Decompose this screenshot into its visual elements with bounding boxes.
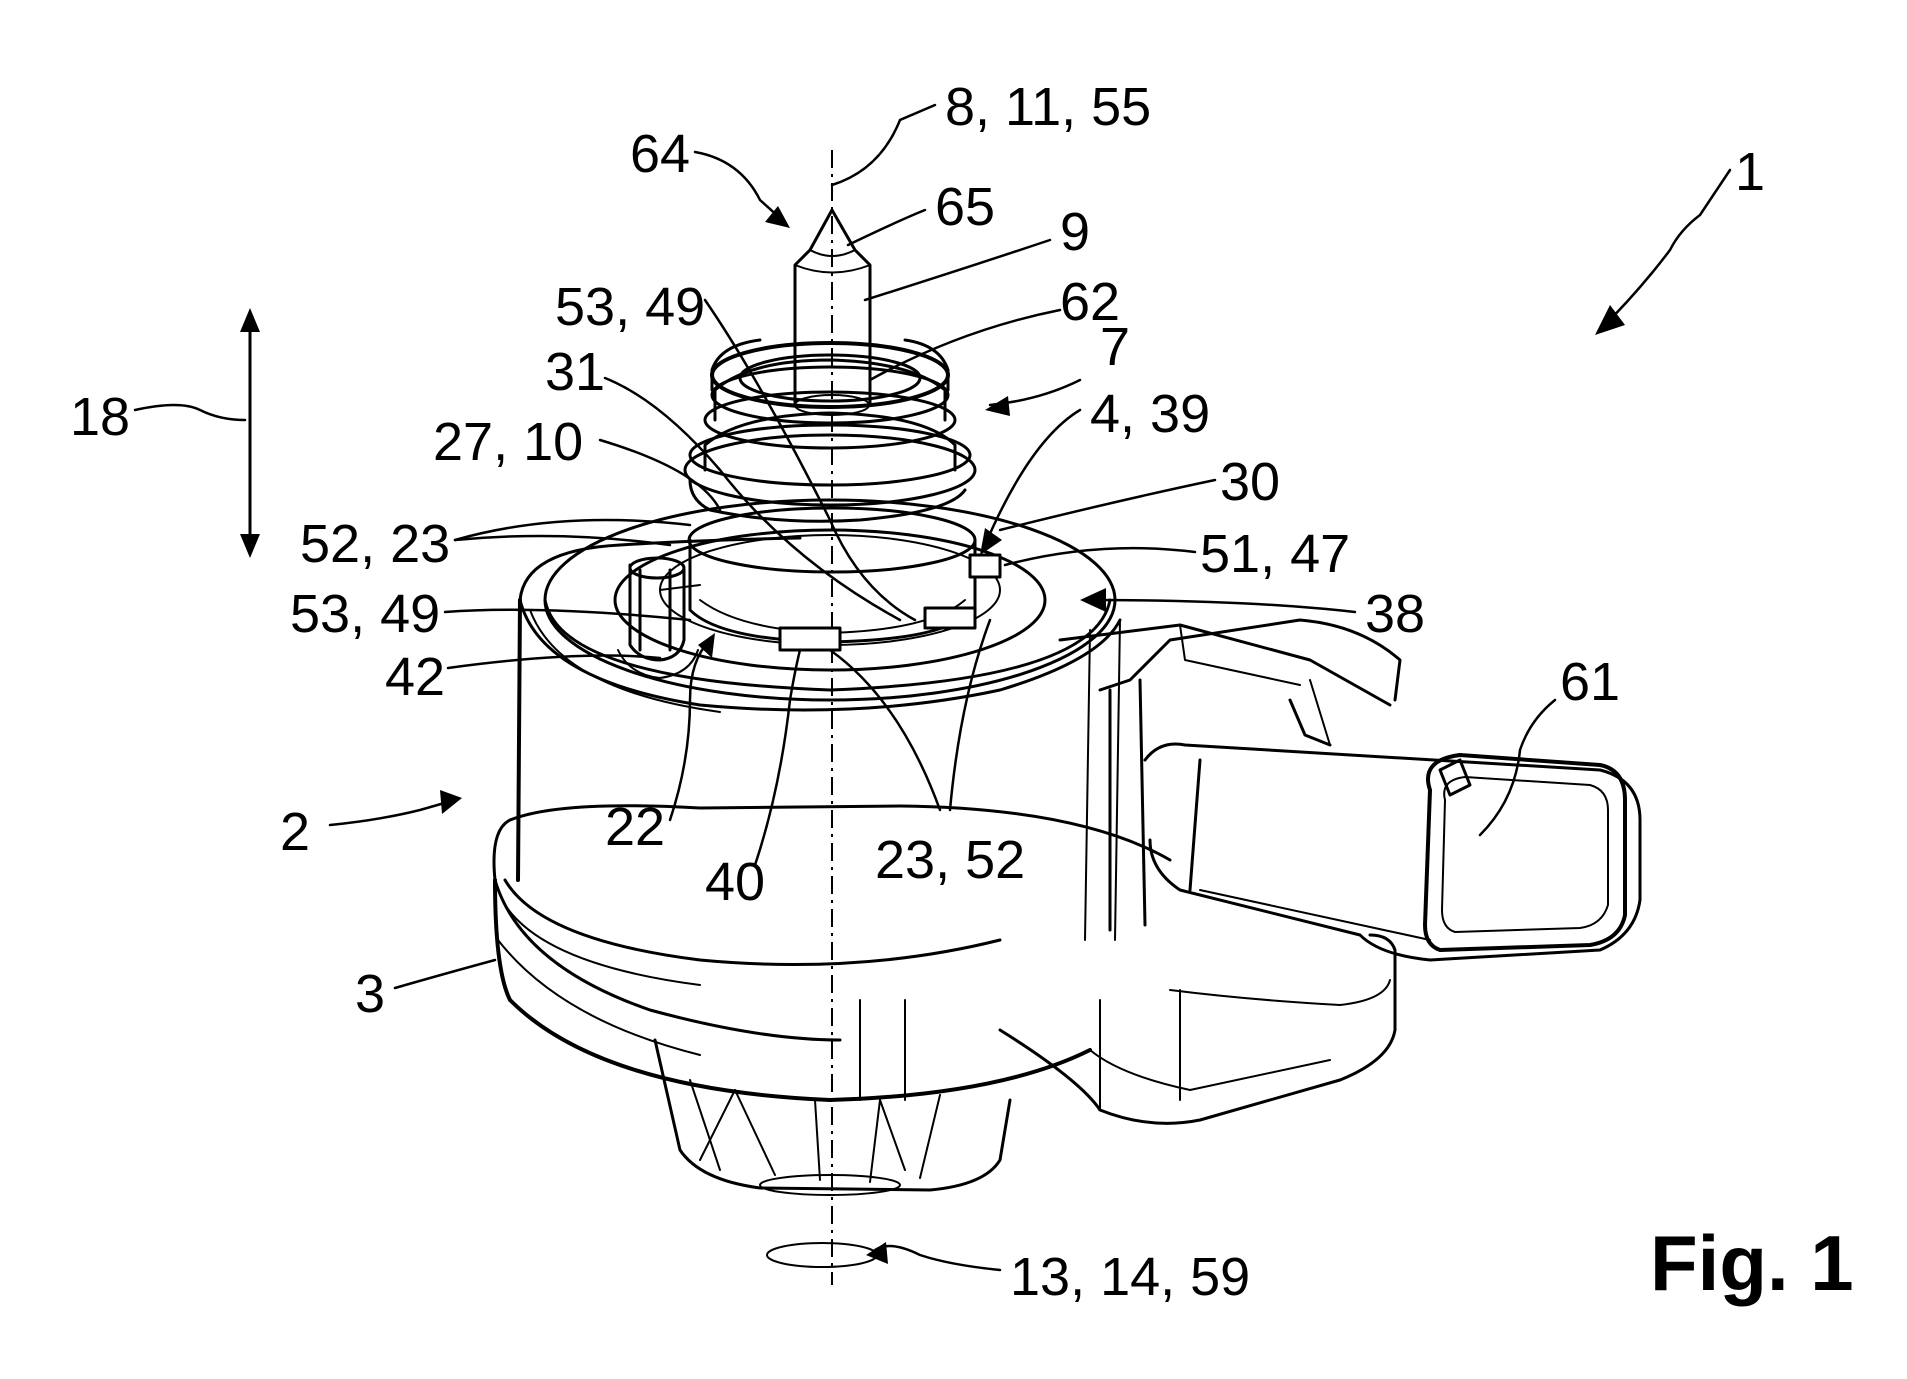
base-housing <box>492 804 1397 1196</box>
connector <box>1058 618 1642 962</box>
label-window-a: 22 <box>605 797 665 857</box>
label-groove-b: 27, 10 <box>433 412 583 472</box>
label-ring-lower: 53, 49 <box>290 584 440 644</box>
label-recess: 38 <box>1365 584 1425 644</box>
label-tabs-front: 23, 52 <box>875 830 1025 890</box>
label-pin-collar: 62 <box>1060 272 1120 332</box>
label-tabs-left: 52, 23 <box>300 514 450 574</box>
sleeve <box>683 338 977 523</box>
label-seat: 4, 39 <box>1090 384 1210 444</box>
label-housing-upper: 2 <box>280 802 310 862</box>
shoulder-assembly <box>659 506 1002 652</box>
label-shoulder: 30 <box>1220 452 1280 512</box>
direction-arrow <box>240 308 260 558</box>
reference-numerals: 8, 11, 55 64 65 9 1 53, 49 62 7 31 18 4,… <box>70 77 1765 1307</box>
label-axis-top: 8, 11, 55 <box>945 77 1151 137</box>
rotation-symbol <box>766 1242 878 1268</box>
pin <box>793 208 872 416</box>
figure-title: Fig. 1 <box>1650 1219 1854 1307</box>
label-tip: 65 <box>935 177 995 237</box>
label-post: 42 <box>385 647 445 707</box>
post <box>617 556 699 679</box>
label-tip-arrow: 64 <box>630 124 690 184</box>
label-pin: 9 <box>1060 202 1090 262</box>
label-housing-base: 3 <box>355 964 385 1024</box>
label-direction-arrow: 18 <box>70 387 130 447</box>
label-device: 1 <box>1735 142 1765 202</box>
label-tabs-right: 51, 47 <box>1200 524 1350 584</box>
label-window-b: 40 <box>705 852 765 912</box>
label-connector: 61 <box>1560 652 1620 712</box>
label-ring-upper: 53, 49 <box>555 277 705 337</box>
label-rotation-axis: 13, 14, 59 <box>1010 1247 1250 1307</box>
leader-lines <box>133 103 1732 1272</box>
label-sleeve: 7 <box>1100 317 1130 377</box>
label-groove-a: 31 <box>545 342 605 402</box>
